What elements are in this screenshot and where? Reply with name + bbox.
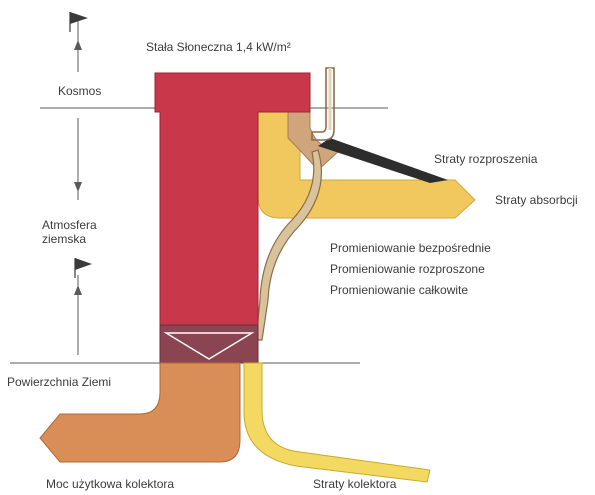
flag-icon	[70, 12, 88, 32]
arrow-down-icon	[74, 182, 82, 192]
solar-constant-label: Stała Słoneczna 1,4 kW/m²	[146, 40, 291, 54]
arrow-up-icon	[74, 285, 82, 295]
collector-losses-label: Straty kolektora	[313, 477, 396, 491]
surface-absorption-band	[160, 325, 258, 363]
atmosphere-label: Atmosfera ziemska	[42, 218, 117, 246]
diffuse-radiation-label: Promieniowanie rozproszone	[330, 262, 485, 276]
total-radiation-label: Promieniowanie całkowite	[330, 283, 468, 297]
collector-losses-flow	[244, 363, 430, 482]
direct-radiation-label: Promieniowanie bezpośrednie	[330, 241, 491, 255]
arrow-up-icon	[74, 40, 82, 50]
scattering-losses-band	[318, 138, 448, 183]
absorption-losses-label: Straty absorbcji	[495, 193, 578, 207]
earth-surface-label: Powierzchnia Ziemi	[7, 375, 111, 389]
collector-useful-power-label: Moc użytkowa kolektora	[46, 477, 174, 491]
scattering-losses-label: Straty rozproszenia	[434, 152, 537, 166]
space-label: Kosmos	[58, 84, 101, 98]
